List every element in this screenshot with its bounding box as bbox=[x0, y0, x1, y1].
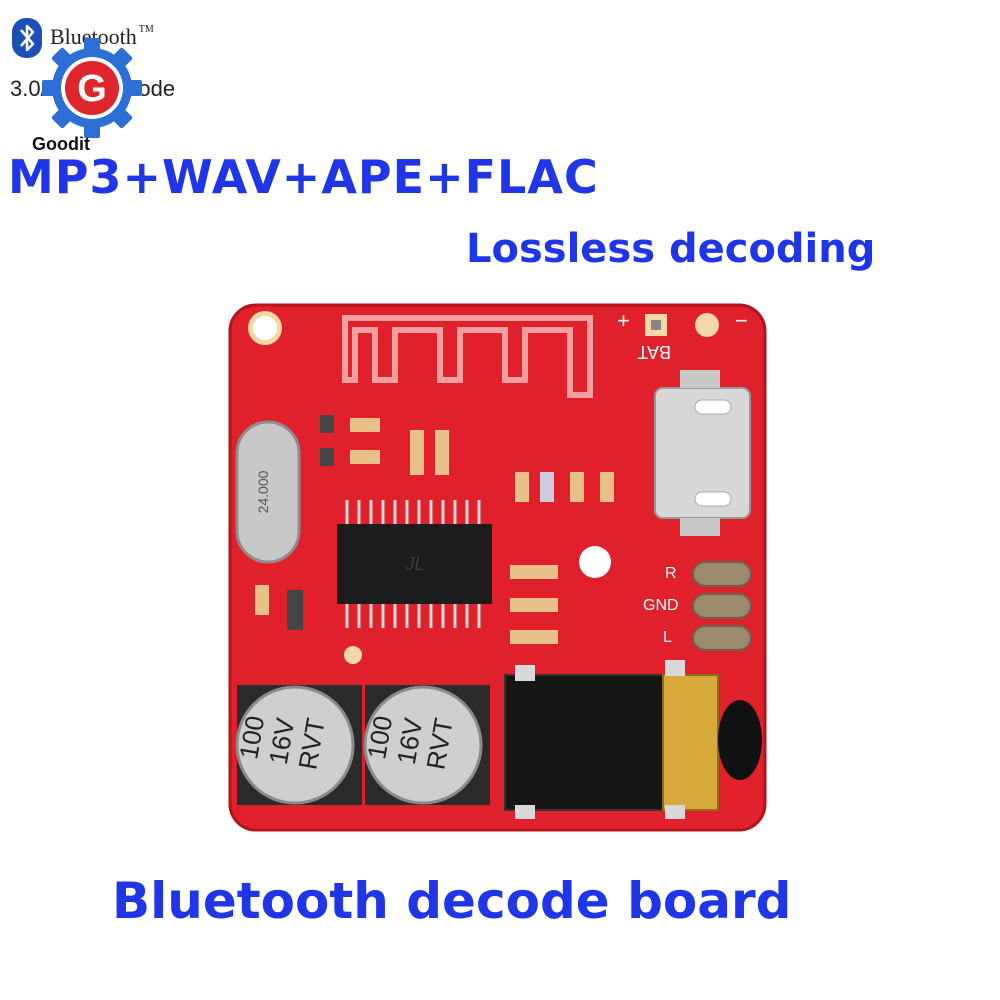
gear-logo-icon: G bbox=[42, 38, 142, 138]
bat-plus-pad-hole bbox=[651, 320, 661, 330]
trademark-mark: TM bbox=[138, 24, 154, 35]
capacitor-right: 100 16V RVT bbox=[361, 685, 490, 805]
usb-slot-bottom bbox=[694, 491, 732, 507]
crystal-label: 24.000 bbox=[255, 470, 271, 513]
usb-slot-top bbox=[694, 399, 732, 415]
pin-r-label: R bbox=[665, 565, 677, 582]
audio-jack bbox=[504, 660, 762, 819]
center-hole bbox=[579, 546, 611, 578]
antenna-trace bbox=[342, 315, 593, 398]
minus-label: − bbox=[735, 308, 748, 333]
pad-l bbox=[692, 625, 752, 651]
chip-marking: JL bbox=[404, 554, 424, 574]
format-headline: MP3+WAV+APE+FLAC bbox=[8, 150, 599, 204]
logo-letter: G bbox=[77, 68, 107, 110]
capacitor-left: 100 16V RVT bbox=[233, 685, 362, 805]
logo-caption: Goodit bbox=[32, 134, 90, 154]
bat-minus-pad bbox=[695, 313, 719, 337]
via-pad bbox=[344, 646, 362, 664]
cap-left-line1: 100 bbox=[233, 713, 270, 761]
decoder-board: + − BAT 24.000 bbox=[225, 300, 770, 835]
product-title: Bluetooth decode board bbox=[112, 872, 792, 930]
pad-r bbox=[692, 561, 752, 587]
pin-l-label: L bbox=[663, 629, 672, 646]
mounting-hole bbox=[253, 316, 277, 340]
crystal-oscillator bbox=[235, 420, 301, 564]
bat-label: BAT bbox=[637, 342, 671, 362]
pad-gnd bbox=[692, 593, 752, 619]
lossless-subheadline: Lossless decoding bbox=[466, 226, 876, 272]
usb-tab-bottom bbox=[680, 518, 720, 536]
pcb-illustration: + − BAT 24.000 bbox=[228, 303, 767, 832]
bluetooth-icon bbox=[12, 18, 42, 58]
pin-gnd-label: GND bbox=[643, 597, 679, 614]
usb-tab-top bbox=[680, 370, 720, 388]
plus-label: + bbox=[617, 308, 630, 333]
goodit-logo: G Goodit bbox=[30, 38, 150, 168]
smd-components bbox=[255, 415, 614, 644]
main-chip: JL bbox=[337, 500, 492, 628]
cap-right-line1: 100 bbox=[361, 713, 398, 761]
